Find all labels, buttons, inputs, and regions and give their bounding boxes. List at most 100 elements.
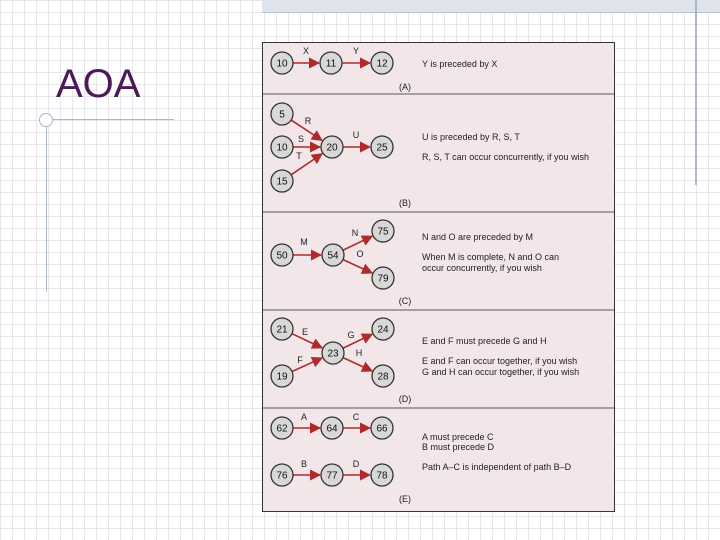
event-node-21 — [270, 317, 294, 341]
corner-circle-decoration — [39, 113, 53, 127]
activity-label-c: C — [353, 412, 360, 422]
panel-note: E and F can occur together, if you wish — [422, 356, 577, 366]
event-node-28 — [371, 364, 395, 388]
event-node-20 — [320, 135, 344, 159]
panel-note: Path A–C is independent of path B–D — [422, 462, 572, 472]
activity-label-u: U — [353, 130, 360, 140]
event-node-10 — [270, 51, 294, 75]
event-node-19 — [270, 364, 294, 388]
activity-arrow-e — [291, 332, 324, 349]
event-node-label-10: 10 — [276, 143, 288, 154]
activity-label-b: B — [301, 459, 307, 469]
event-node-label-5: 5 — [279, 110, 285, 121]
activity-arrow-f — [291, 356, 324, 373]
event-node-50 — [270, 243, 294, 267]
panel-a: X Y 10 11 12 Y is preceded by X (A) — [263, 46, 614, 95]
activity-arrow-r — [290, 119, 323, 142]
event-node-label-79: 79 — [377, 274, 389, 285]
panel-d: E F GH 21 19 23 24 28 E and F must precede G and… — [263, 317, 614, 409]
activity-label-x: X — [303, 46, 309, 56]
activity-label-s: S — [298, 134, 304, 144]
event-node-label-24: 24 — [377, 325, 389, 336]
top-bar-decoration — [262, 0, 720, 13]
activity-label-y: Y — [353, 46, 359, 56]
event-node-label-62: 62 — [276, 424, 288, 435]
event-node-label-64: 64 — [326, 424, 338, 435]
event-node-label-10: 10 — [276, 59, 288, 70]
event-node-label-19: 19 — [276, 372, 288, 383]
event-node-79 — [371, 266, 395, 290]
panel-label: (E) — [399, 494, 411, 504]
activity-label-m: M — [300, 237, 308, 247]
panel-label: (A) — [399, 82, 411, 92]
panel-note: U is preceded by R, S, T — [422, 132, 520, 142]
event-node-77 — [320, 463, 344, 487]
activity-arrow-o — [342, 258, 374, 274]
right-line-decoration — [695, 0, 697, 185]
event-node-62 — [270, 416, 294, 440]
event-node-label-78: 78 — [376, 471, 388, 482]
event-node-label-54: 54 — [327, 251, 339, 262]
activity-label-a: A — [301, 412, 307, 422]
panel-label: (C) — [399, 296, 412, 306]
event-node-78 — [370, 463, 394, 487]
event-node-label-21: 21 — [276, 325, 288, 336]
event-node-25 — [370, 135, 394, 159]
event-node-24 — [371, 317, 395, 341]
event-node-23 — [321, 341, 345, 365]
event-node-label-66: 66 — [376, 424, 388, 435]
event-node-label-11: 11 — [326, 59, 337, 70]
figure-background — [262, 42, 615, 512]
event-node-66 — [370, 416, 394, 440]
event-node-label-12: 12 — [376, 59, 388, 70]
left-line-decoration — [46, 120, 47, 292]
panel-note: R, S, T can occur concurrently, if you w… — [422, 152, 589, 162]
panel-label: (D) — [399, 394, 412, 404]
title-underline-decoration — [40, 119, 174, 120]
activity-label-g: G — [347, 330, 354, 340]
panel-c: M N O 50 54 75 79 N and O are preceded by M When… — [263, 219, 614, 311]
panel-note: A must precede C — [422, 432, 494, 442]
panel-note: Y is preceded by X — [422, 59, 497, 69]
activity-label-t: T — [296, 151, 302, 161]
event-node-label-15: 15 — [276, 177, 288, 188]
event-node-label-23: 23 — [327, 349, 339, 360]
panel-label: (B) — [399, 198, 411, 208]
panel-note: G and H can occur together, if you wish — [422, 367, 579, 377]
activity-label-d: D — [353, 459, 360, 469]
event-node-label-77: 77 — [326, 471, 338, 482]
activity-label-o: O — [356, 249, 363, 259]
event-node-10 — [270, 135, 294, 159]
event-node-label-75: 75 — [377, 227, 389, 238]
event-node-15 — [270, 169, 294, 193]
event-node-12 — [370, 51, 394, 75]
event-node-64 — [320, 416, 344, 440]
event-node-label-28: 28 — [377, 372, 389, 383]
activity-label-e: E — [302, 327, 308, 337]
event-node-label-50: 50 — [276, 251, 288, 262]
panel-note: occur concurrently, if you wish — [422, 263, 542, 273]
panel-note: B must precede D — [422, 442, 495, 452]
activity-label-r: R — [305, 116, 312, 126]
slide-title: AOA — [56, 62, 141, 106]
activity-label-f: F — [297, 355, 303, 365]
panel-note: E and F must precede G and H — [422, 336, 547, 346]
activity-arrow-h — [342, 356, 374, 372]
activity-label-h: H — [356, 348, 363, 358]
panel-note: When M is complete, N and O can — [422, 252, 559, 262]
event-node-54 — [321, 243, 345, 267]
activity-arrow-t — [290, 153, 324, 176]
panel-note: N and O are preceded by M — [422, 232, 533, 242]
activity-arrow-g — [342, 333, 374, 349]
event-node-11 — [319, 51, 343, 75]
activity-label-n: N — [352, 228, 359, 238]
aoa-figure: X Y 10 11 12 Y is preceded by X (A) RST U 5 10 15 20… — [262, 42, 615, 512]
event-node-75 — [371, 219, 395, 243]
event-node-76 — [270, 463, 294, 487]
panel-b: RST U 5 10 15 20 25 U is preceded by R, S, T R, … — [263, 102, 614, 213]
event-node-5 — [270, 102, 294, 126]
activity-arrow-n — [342, 235, 374, 251]
event-node-label-20: 20 — [326, 143, 338, 154]
event-node-label-25: 25 — [376, 143, 388, 154]
